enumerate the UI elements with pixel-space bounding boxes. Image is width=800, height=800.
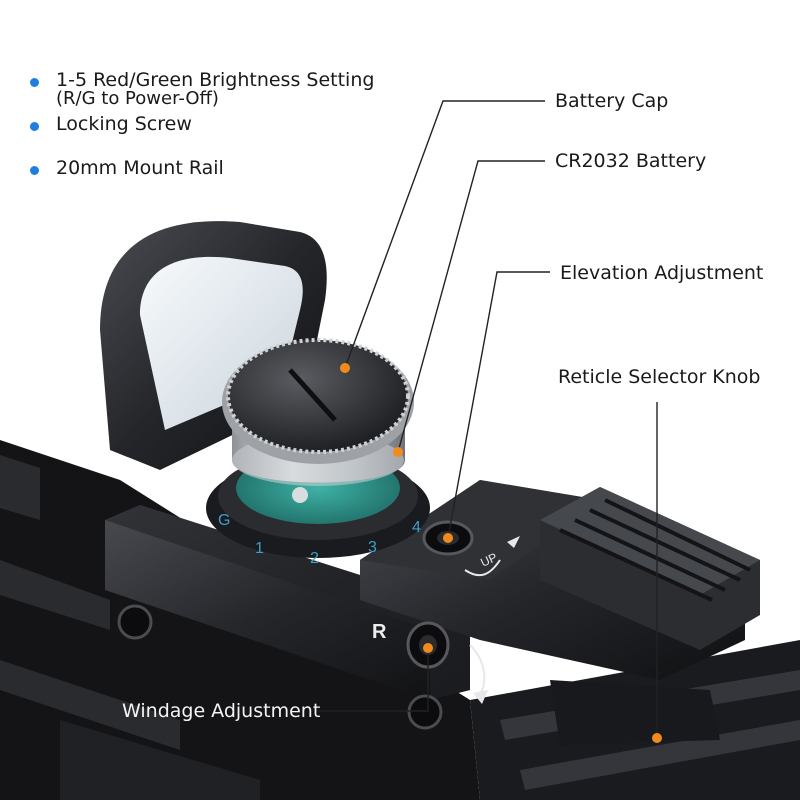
callout-battery-cap: Battery Cap: [555, 90, 669, 112]
target-dot-icon: [423, 643, 433, 653]
dial-marking-4: 4: [412, 519, 421, 536]
bullet-dot-icon: [30, 122, 39, 131]
dial-marking-1: 1: [255, 540, 264, 557]
brightness-dial: G 1 2 3 4: [218, 512, 421, 567]
arrow-up-icon: [507, 536, 520, 548]
callout-windage-adjustment: Windage Adjustment: [122, 700, 321, 722]
feature-item-locking-screw: Locking Screw: [30, 114, 374, 158]
target-dot-icon: [652, 733, 662, 743]
feature-label: 1-5 Red/Green Brightness Setting: [56, 69, 375, 91]
target-dot-icon: [340, 363, 350, 373]
cap-slot: [288, 368, 337, 422]
dial-marking-g: G: [218, 512, 230, 529]
rotate-arrow-head-icon: [473, 690, 488, 704]
up-label: UP: [478, 550, 499, 570]
bullet-dot-icon: [30, 78, 39, 87]
callout-reticle-selector-knob: Reticle Selector Knob: [558, 366, 761, 388]
r-label: R: [372, 621, 387, 643]
feature-item-mount-rail: 20mm Mount Rail: [30, 158, 374, 178]
target-dot-icon: [443, 533, 453, 543]
feature-item-brightness: 1-5 Red/Green Brightness Setting (R/G to…: [30, 70, 374, 114]
reticle-selector-knob: [540, 487, 760, 745]
feature-list: 1-5 Red/Green Brightness Setting (R/G to…: [30, 70, 374, 178]
mount-hole: [117, 604, 153, 640]
contact-spring: [292, 487, 308, 503]
leader-dots: [340, 363, 662, 743]
mount-hole: [407, 694, 443, 730]
leader-windage: [318, 648, 429, 712]
battery-cap: [222, 338, 414, 464]
feature-label: Locking Screw: [56, 113, 192, 135]
rotate-arrow-icon: [469, 644, 486, 696]
bullet-dot-icon: [30, 166, 39, 175]
feature-sublabel: (R/G to Power-Off): [56, 88, 219, 109]
target-dot-icon: [393, 447, 403, 457]
leader-lines: [318, 100, 658, 738]
dial-marking-2: 2: [310, 550, 319, 567]
dial-marking-3: 3: [368, 539, 377, 556]
up-marking: UP: [464, 536, 520, 577]
leader-cr2032-battery: [397, 160, 545, 453]
callout-elevation-adjustment: Elevation Adjustment: [560, 262, 764, 284]
feature-label: 20mm Mount Rail: [56, 157, 224, 179]
callout-cr2032-battery: CR2032 Battery: [555, 150, 707, 172]
leader-battery-cap: [344, 100, 545, 369]
leader-elevation: [447, 271, 550, 539]
